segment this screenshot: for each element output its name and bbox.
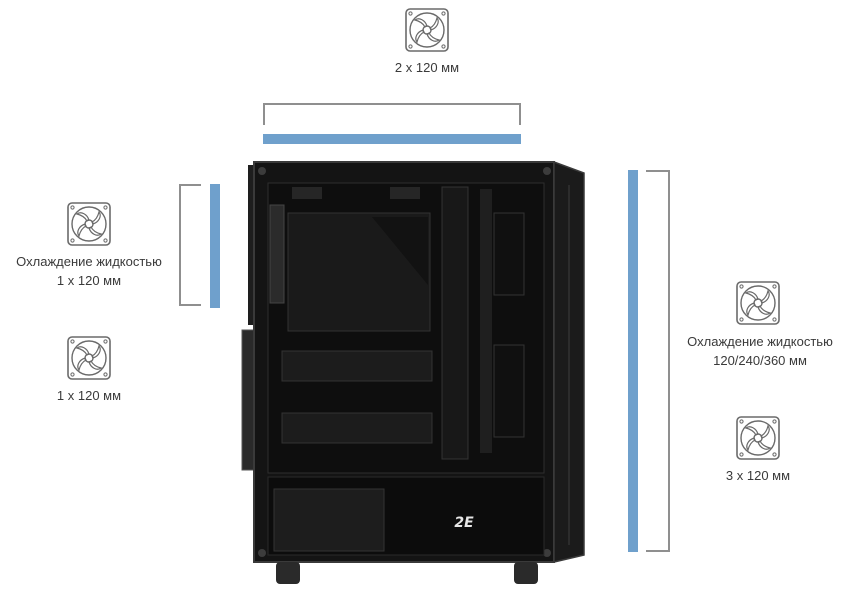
rear-liquid-fan-icon bbox=[67, 202, 111, 246]
rear-liquid-title: Охлаждение жидкостью bbox=[16, 254, 162, 269]
top-bracket bbox=[263, 103, 521, 125]
front-liquid-fan-icon bbox=[736, 281, 780, 325]
front-liquid-title: Охлаждение жидкостью bbox=[687, 334, 833, 349]
front-fan-icon bbox=[736, 416, 780, 460]
rear-fan-icon bbox=[67, 336, 111, 380]
rear-bracket bbox=[179, 184, 201, 306]
top-mount-bar bbox=[263, 134, 521, 144]
pc-case-image: 2E bbox=[241, 160, 585, 584]
rear-liquid-size: 1 x 120 мм bbox=[56, 273, 122, 288]
front-liquid-size: 120/240/360 мм bbox=[713, 353, 807, 368]
rear-mount-bar bbox=[210, 184, 220, 308]
front-mount-bar bbox=[628, 170, 638, 552]
front-fan-label: 3 x 120 мм bbox=[725, 468, 791, 483]
top-fan-label: 2 x 120 мм bbox=[394, 60, 460, 75]
rear-fan-label: 1 x 120 мм bbox=[56, 388, 122, 403]
case-logo: 2E bbox=[454, 515, 474, 531]
front-bracket bbox=[646, 170, 670, 552]
top-fan-icon bbox=[405, 8, 449, 52]
